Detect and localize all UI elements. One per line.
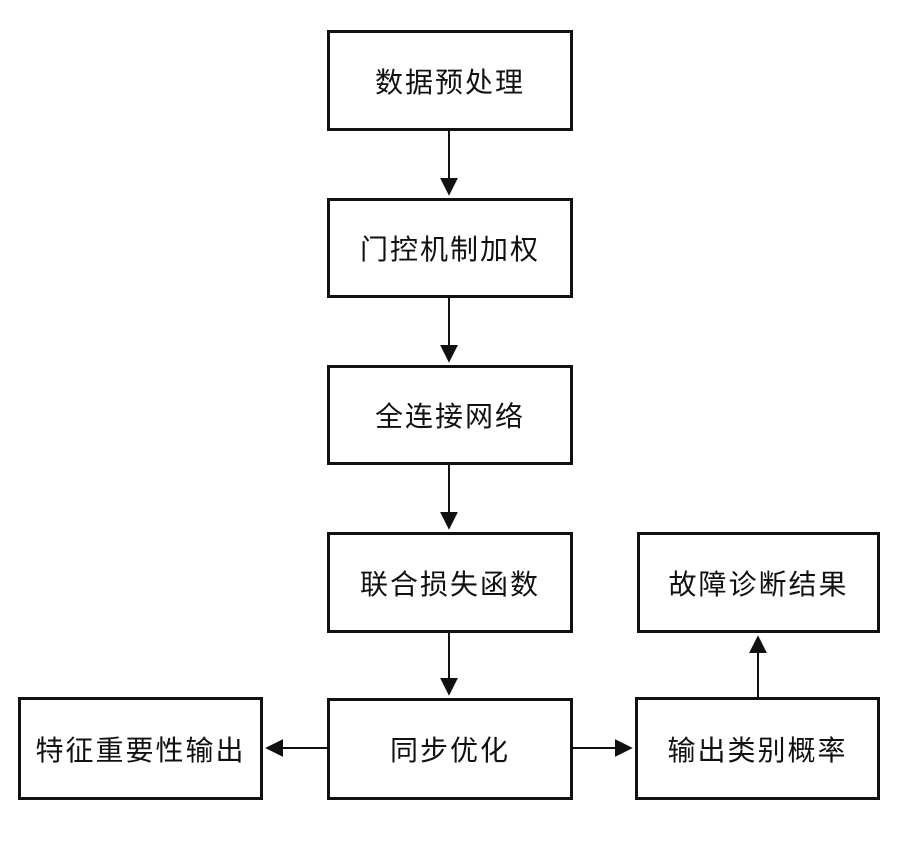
node-output-class-probability: 输出类别概率 (635, 697, 880, 800)
node-synchronous-optimization: 同步优化 (327, 698, 573, 800)
node-fault-diagnosis-result: 故障诊断结果 (637, 532, 880, 633)
node-gating-mechanism-weighting: 门控机制加权 (327, 198, 573, 298)
node-joint-loss-function: 联合损失函数 (327, 532, 573, 633)
node-feature-importance-output: 特征重要性输出 (18, 697, 263, 800)
node-fully-connected-network: 全连接网络 (327, 365, 573, 465)
node-data-preprocessing: 数据预处理 (327, 30, 573, 131)
